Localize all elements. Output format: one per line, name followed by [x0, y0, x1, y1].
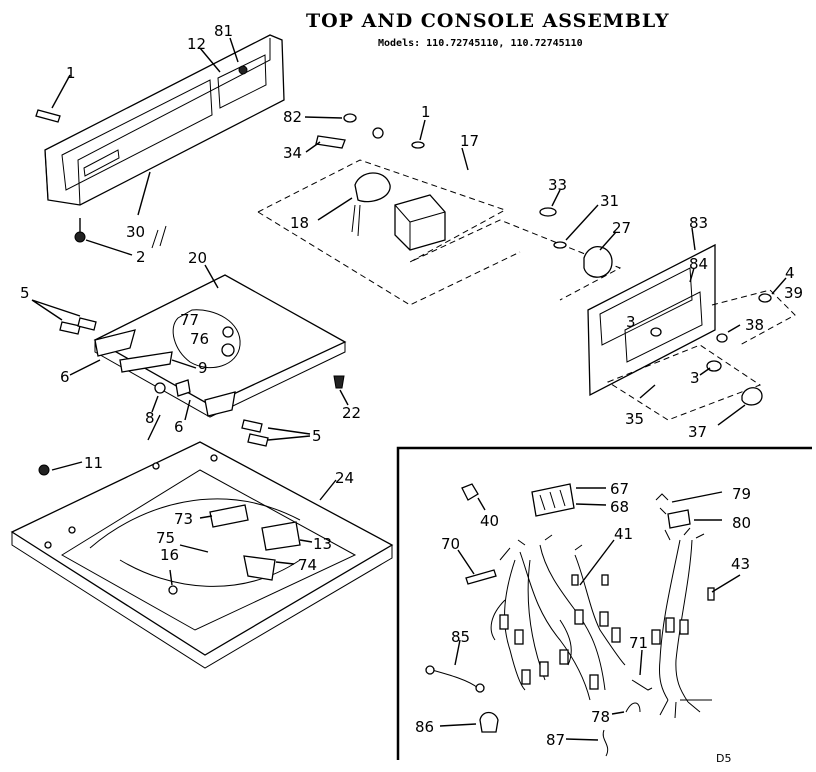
label-3-panel: 3: [626, 313, 636, 331]
label-76: 76: [190, 330, 209, 348]
label-12: 12: [187, 35, 206, 53]
label-4: 4: [785, 264, 795, 282]
label-73: 73: [174, 510, 193, 528]
screw-2: [74, 218, 86, 243]
label-16: 16: [160, 546, 179, 564]
hinge-9: [119, 351, 173, 373]
label-31: 31: [600, 192, 619, 210]
label-5-left: 5: [20, 284, 30, 302]
hinge-6-right: [175, 379, 191, 397]
label-71: 71: [629, 634, 648, 652]
main-harness-41: [490, 534, 626, 701]
terminal-70: [465, 569, 497, 585]
wire-87: [602, 729, 609, 757]
wire-85: [425, 665, 485, 693]
label-34: 34: [283, 144, 302, 162]
models-line: Models: 110.72745110, 110.72745110: [378, 38, 583, 49]
label-75: 75: [156, 529, 175, 547]
top-lid: [93, 274, 347, 418]
main-top: [10, 441, 394, 669]
label-6-left: 6: [60, 368, 70, 386]
label-74: 74: [298, 556, 317, 574]
wire-78: [625, 702, 641, 713]
screw-4: [758, 293, 772, 303]
screw-16: [168, 585, 178, 595]
label-1-console: 1: [66, 64, 76, 82]
label-70: 70: [441, 535, 460, 553]
label-33: 33: [548, 176, 567, 194]
label-11: 11: [84, 454, 103, 472]
label-18: 18: [290, 214, 309, 232]
timer-knob-18: [351, 172, 391, 237]
label-41: 41: [614, 525, 633, 543]
switch-27: [583, 246, 613, 278]
plug-11: [38, 464, 50, 476]
screw-1-top: [411, 141, 425, 149]
label-79: 79: [732, 485, 751, 503]
wire-71: [631, 679, 653, 691]
label-5-right: 5: [312, 427, 322, 445]
connector-80: [667, 509, 691, 529]
label-13: 13: [313, 535, 332, 553]
label-43: 43: [731, 555, 750, 573]
label-80: 80: [732, 514, 751, 532]
label-85: 85: [451, 628, 470, 646]
label-1-top: 1: [421, 103, 431, 121]
harness-section-border: [396, 446, 812, 760]
label-2: 2: [136, 248, 146, 266]
knob-38: [716, 333, 728, 343]
label-17: 17: [460, 132, 479, 150]
label-81: 81: [214, 22, 233, 40]
switch-34: [315, 127, 384, 149]
screws-5-left: [59, 317, 97, 335]
diagram-title: TOP AND CONSOLE ASSEMBLY: [306, 10, 670, 32]
knob-3-panel: [650, 327, 722, 372]
label-27: 27: [612, 219, 631, 237]
back-panel-83: [587, 243, 716, 397]
clip-86: [479, 711, 499, 733]
harness-43: [651, 527, 715, 719]
label-84: 84: [689, 255, 708, 273]
control-group-outline: [257, 159, 622, 306]
label-35: 35: [625, 410, 644, 428]
label-20: 20: [188, 249, 207, 267]
page-code: D5: [716, 752, 731, 765]
label-22: 22: [342, 404, 361, 422]
connector-40: [461, 483, 479, 501]
label-37: 37: [688, 423, 707, 441]
label-9: 9: [198, 359, 208, 377]
label-77: 77: [180, 311, 199, 329]
screws-5-right: [241, 419, 269, 447]
label-82: 82: [283, 108, 302, 126]
label-86: 86: [415, 718, 434, 736]
label-3-lower: 3: [690, 369, 700, 387]
console-panel: [44, 34, 285, 206]
label-39: 39: [784, 284, 803, 302]
label-24: 24: [335, 469, 354, 487]
label-40: 40: [480, 512, 499, 530]
timer-17: [394, 194, 446, 251]
washer-8: [154, 382, 166, 394]
screw-1-console: [35, 109, 61, 123]
label-87: 87: [546, 731, 565, 749]
label-8: 8: [145, 409, 155, 427]
label-67: 67: [610, 480, 629, 498]
label-68: 68: [610, 498, 629, 516]
label-30: 30: [126, 223, 145, 241]
fastener-31: [553, 241, 567, 249]
terminal-block-67-68: [531, 483, 575, 517]
fastener-33: [539, 207, 557, 217]
bumper-22: [333, 375, 345, 389]
label-78: 78: [591, 708, 610, 726]
label-83: 83: [689, 214, 708, 232]
connector-79: [655, 493, 669, 515]
label-38: 38: [745, 316, 764, 334]
knob-37: [741, 387, 763, 406]
knob-82: [343, 113, 357, 123]
label-6-right: 6: [174, 418, 184, 436]
